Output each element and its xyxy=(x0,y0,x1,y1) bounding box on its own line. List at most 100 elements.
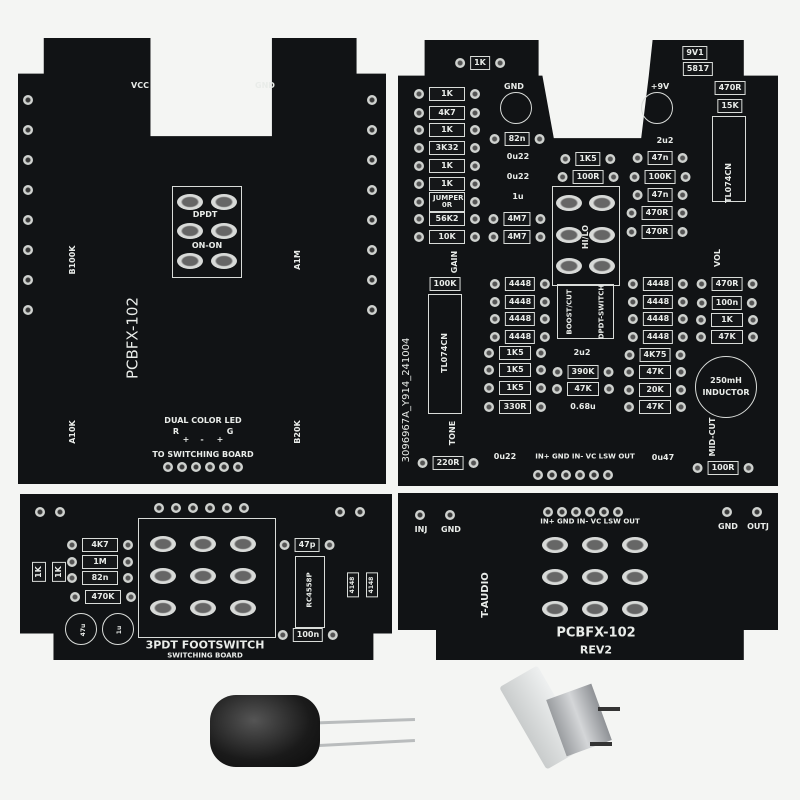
label-t-audio: T-AUDIO xyxy=(480,572,491,618)
switch-pin xyxy=(598,707,620,711)
footswitch-pad xyxy=(582,569,608,585)
component-label: 4K7 xyxy=(67,538,133,552)
component-label: 4K75 xyxy=(624,348,686,362)
header-pad xyxy=(603,470,613,480)
component-label: 82n xyxy=(67,571,133,585)
led-pin-label: - xyxy=(200,435,204,444)
led-pin-label: + xyxy=(216,435,224,444)
inductor-label: 250mH xyxy=(710,376,742,385)
header-pad xyxy=(367,305,377,315)
component-label: 1K5 xyxy=(560,152,617,166)
component-label: 470R xyxy=(696,277,758,291)
inductor-outline xyxy=(695,356,757,418)
pad xyxy=(177,253,203,269)
board-revision: REV2 xyxy=(579,643,613,657)
component-label: 470R xyxy=(714,81,746,95)
component-label: 0u22 xyxy=(506,152,530,161)
footswitch-pad xyxy=(190,600,216,616)
hilo-switch-footprint xyxy=(552,186,620,286)
switch-pin xyxy=(590,742,612,746)
component-label: 47K xyxy=(696,330,758,344)
label-tone: TONE xyxy=(448,420,457,446)
label-boost-cut: BOOST/CUT xyxy=(565,289,574,335)
header-pad xyxy=(35,507,45,517)
component-label: 47K xyxy=(624,365,686,379)
diode-label: 4148 xyxy=(366,572,378,598)
pad xyxy=(556,227,582,243)
component-label: 0.68u xyxy=(570,402,596,411)
header-pad xyxy=(589,470,599,480)
component-label: 2u2 xyxy=(656,136,674,145)
header-pad xyxy=(23,185,33,195)
component-label: 4M7 xyxy=(488,212,546,226)
component-label: 1K xyxy=(414,177,480,191)
diode-label: 4448 xyxy=(627,330,689,344)
header-pad xyxy=(575,470,585,480)
component-label: 10K xyxy=(414,230,480,244)
footswitch-pad xyxy=(150,600,176,616)
component-label: 56K2 xyxy=(414,212,480,226)
inductor-label: INDUCTOR xyxy=(702,388,750,397)
component-label: 100R xyxy=(557,170,619,184)
pad xyxy=(589,195,615,211)
diode-label: 4448 xyxy=(627,277,689,291)
diode-label: 4448 xyxy=(489,330,551,344)
component-label: 3K32 xyxy=(414,141,480,155)
header-pad xyxy=(367,95,377,105)
pad xyxy=(556,258,582,274)
header-pad xyxy=(367,185,377,195)
component-label: 100K xyxy=(429,277,461,291)
ic-label: TL074CN xyxy=(440,333,449,373)
header-pad xyxy=(154,503,164,513)
component-label: 47u xyxy=(80,623,87,637)
board-name: PCBFX-102 xyxy=(123,296,142,380)
component-label: 20K xyxy=(624,383,686,397)
footswitch-pad xyxy=(622,537,648,553)
header-pad xyxy=(23,245,33,255)
component-label: 470R xyxy=(626,225,688,239)
led-pin-label: G xyxy=(226,427,234,436)
component-label: 220R xyxy=(417,456,479,470)
board-title: 3PDT FOOTSWITCH xyxy=(145,638,265,652)
component-label: 1K xyxy=(455,56,505,70)
label-dpdt-switch: DPDT-SWITCH xyxy=(597,284,606,340)
header-pad xyxy=(367,215,377,225)
header-pad xyxy=(557,507,567,517)
diode-label: 4448 xyxy=(489,295,551,309)
header-pad xyxy=(23,305,33,315)
footswitch-footprint xyxy=(138,518,276,638)
label-9v: +9V xyxy=(650,82,670,91)
label-gnd: GND xyxy=(255,81,275,90)
diode-label: 4448 xyxy=(489,312,551,326)
label-dual-color-led: DUAL COLOR LED xyxy=(164,416,242,425)
component-label: 47n xyxy=(632,151,688,165)
header-pad xyxy=(367,125,377,135)
header-pad xyxy=(415,510,425,520)
label-hi-lo: HI/LO xyxy=(581,224,590,250)
header-pad xyxy=(55,507,65,517)
footswitch-pad xyxy=(582,601,608,617)
pad xyxy=(177,194,203,210)
header-pad xyxy=(585,507,595,517)
footswitch-pad xyxy=(230,568,256,584)
footswitch-pad xyxy=(230,536,256,552)
pad xyxy=(556,195,582,211)
pad xyxy=(211,253,237,269)
header-pad xyxy=(543,507,553,517)
header-pad xyxy=(335,507,345,517)
pad xyxy=(177,223,203,239)
footswitch-pad xyxy=(542,601,568,617)
component-label: 1K xyxy=(32,562,46,582)
component-label: 1K5 xyxy=(484,346,546,360)
component-label: JUMPER 0R xyxy=(414,192,480,212)
board-subtitle: SWITCHING BOARD xyxy=(167,651,243,660)
header-pad xyxy=(23,125,33,135)
label-mid-cut: MID-CUT xyxy=(708,417,717,457)
header-pin-labels: IN+ GND IN- VC LSW OUT xyxy=(540,517,640,526)
component-label: 1K xyxy=(414,123,480,137)
board-name: PCBFX-102 xyxy=(556,625,636,641)
header-pad xyxy=(547,470,557,480)
component-label: 0u22 xyxy=(493,452,517,461)
component-label: 1K xyxy=(414,87,480,101)
header-pad xyxy=(205,462,215,472)
